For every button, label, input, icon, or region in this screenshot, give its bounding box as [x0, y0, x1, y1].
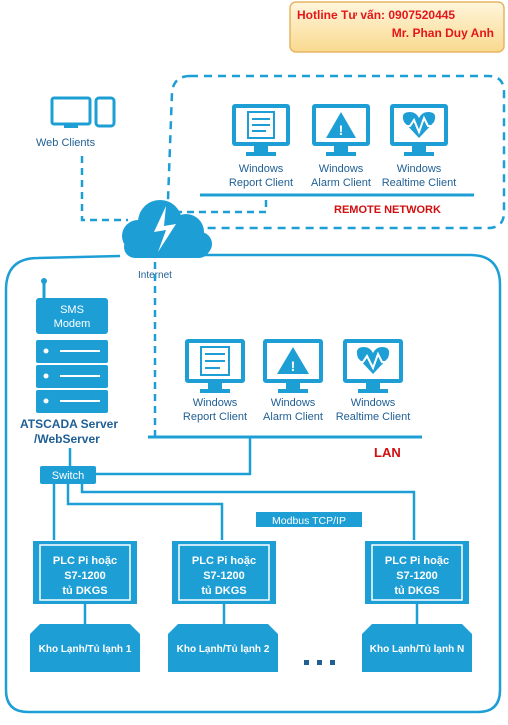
remote-client-realtime — [390, 104, 448, 156]
web-clients-label: Web Clients — [36, 137, 96, 149]
plc-links — [52, 484, 416, 540]
storage-3-label: Kho Lạnh/Tủ lạnh N — [370, 644, 464, 655]
storage-links — [83, 604, 419, 624]
plc-2-line1: PLC Pi hoặc — [192, 555, 256, 567]
plc-box-1 — [33, 541, 137, 604]
lan-client-alarm: ! — [263, 339, 323, 393]
server-label-line1: ATSCADA Server — [20, 417, 118, 431]
lan-alarm-line1: Windows — [271, 397, 316, 409]
modbus-label: Modbus TCP/IP — [272, 515, 346, 527]
plc-3-line1: PLC Pi hoặc — [385, 555, 449, 567]
plc-1-line1: PLC Pi hoặc — [53, 555, 117, 567]
lan-frame — [4, 253, 502, 714]
web-clients-link — [80, 156, 128, 222]
svg-text:!: ! — [291, 358, 296, 374]
lan-client-report — [185, 339, 245, 393]
switch-label: Switch — [52, 470, 84, 482]
remote-realtime-line1: Windows — [397, 163, 442, 175]
switch-box — [40, 466, 96, 484]
storage-box-2 — [168, 624, 278, 672]
switch-lan-link — [96, 437, 252, 476]
hotline-line1: Hotline Tư vấn: 0907520445 — [297, 8, 455, 22]
remote-alarm-line1: Windows — [319, 163, 364, 175]
remote-report-line1: Windows — [239, 163, 284, 175]
lan-realtime-line2: Realtime Client — [336, 411, 411, 423]
plc-2-line2: S7-1200 — [203, 570, 245, 582]
internet-cloud-icon — [122, 200, 212, 258]
plc-box-3 — [365, 541, 469, 604]
plc-1-line2: S7-1200 — [64, 570, 106, 582]
server-label-line2: /WebServer — [34, 432, 100, 446]
storage-2-label: Kho Lạnh/Tủ lạnh 2 — [177, 644, 270, 655]
lan-client-realtime — [343, 339, 403, 393]
lan-title: LAN — [374, 445, 401, 460]
server-icon — [36, 340, 108, 413]
storage-box-3 — [362, 624, 472, 672]
lan-realtime-line1: Windows — [351, 397, 396, 409]
internet-remote-link — [175, 196, 268, 214]
remote-client-alarm: ! — [312, 104, 370, 156]
web-clients-icon — [50, 96, 116, 128]
storage-box-1 — [30, 624, 140, 672]
lan-report-line1: Windows — [193, 397, 238, 409]
plc-3-line2: S7-1200 — [396, 570, 438, 582]
remote-realtime-line2: Realtime Client — [382, 177, 457, 189]
plc-3-line3: tủ DKGS — [394, 585, 439, 597]
remote-alarm-line2: Alarm Client — [311, 177, 371, 189]
sms-modem-icon — [36, 278, 108, 334]
modbus-label-box — [256, 512, 362, 527]
ellipsis-dots — [304, 660, 335, 665]
hotline-line2: Mr. Phan Duy Anh — [392, 26, 494, 40]
plc-box-2 — [172, 541, 276, 604]
svg-text:!: ! — [339, 122, 344, 138]
remote-network-frame — [166, 74, 506, 230]
remote-report-line2: Report Client — [229, 177, 293, 189]
remote-network-title: REMOTE NETWORK — [334, 204, 441, 216]
sms-modem-line2: Modem — [54, 318, 91, 330]
remote-client-report — [232, 104, 290, 156]
storage-1-label: Kho Lạnh/Tủ lạnh 1 — [39, 644, 132, 655]
lan-report-line2: Report Client — [183, 411, 247, 423]
plc-2-line3: tủ DKGS — [201, 585, 246, 597]
hotline-box: Hotline Tư vấn: 0907520445 Mr. Phan Duy … — [289, 1, 505, 53]
lan-alarm-line2: Alarm Client — [263, 411, 323, 423]
sms-modem-line1: SMS — [60, 304, 84, 316]
plc-1-line3: tủ DKGS — [62, 585, 107, 597]
